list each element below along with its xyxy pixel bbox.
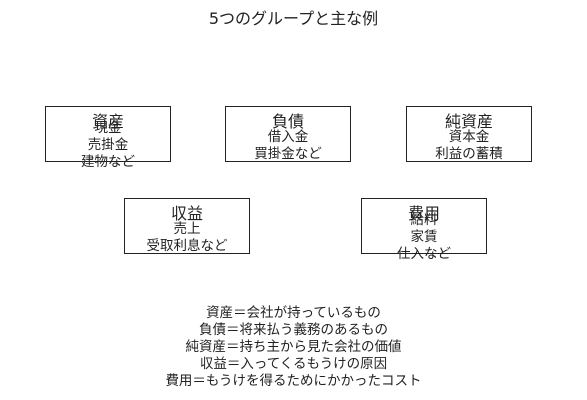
liabilities-example: 借入金 <box>267 129 309 145</box>
expenses-example: 仕入など <box>397 246 451 262</box>
assets-example: 売掛金 <box>87 137 129 153</box>
assets-heading: 資産 <box>91 112 124 131</box>
definition-line: 費用＝もうけを得るためにかかったコスト <box>165 373 422 389</box>
expenses-box: 費用 給料 家賃 仕入など <box>361 198 487 262</box>
expenses-example: 家賃 <box>410 229 438 245</box>
expenses-examples: 給料 家賃 仕入など <box>362 212 486 263</box>
definition-line: 負債＝将来払う義務のあるもの <box>199 322 388 338</box>
definition-line: 純資産＝持ち主から見た会社の価値 <box>185 339 402 355</box>
net-assets-examples: 資本金 利益の蓄積 <box>407 129 531 163</box>
diagram-title: 5つのグループと主な例 <box>208 9 379 28</box>
liabilities-heading: 負債 <box>271 112 304 131</box>
liabilities-example: 買掛金など <box>254 146 322 162</box>
net-assets-heading: 純資産 <box>444 112 493 131</box>
expenses-example: 給料 <box>410 212 438 228</box>
definition-line: 収益＝入ってくるもうけの原因 <box>199 356 388 372</box>
revenue-heading: 収益 <box>170 204 203 223</box>
assets-example: 建物など <box>81 154 135 170</box>
revenue-box: 収益 売上 受取利息など <box>124 198 250 254</box>
revenue-example: 受取利息など <box>146 238 228 254</box>
definition-line: 資産＝会社が持っているもの <box>206 305 381 321</box>
revenue-examples: 売上 受取利息など <box>125 221 249 255</box>
assets-examples: 現金 売掛金 建物など <box>46 120 170 171</box>
net-assets-example: 利益の蓄積 <box>435 146 503 162</box>
net-assets-box: 純資産 資本金 利益の蓄積 <box>406 106 532 162</box>
liabilities-examples: 借入金 買掛金など <box>226 129 350 163</box>
definitions-list: 資産＝会社が持っているもの 負債＝将来払う義務のあるもの 純資産＝持ち主から見た… <box>0 305 587 390</box>
net-assets-example: 資本金 <box>448 129 490 145</box>
assets-example: 現金 <box>94 120 122 136</box>
liabilities-box: 負債 借入金 買掛金など <box>225 106 351 162</box>
expenses-heading: 費用 <box>407 204 440 223</box>
revenue-example: 売上 <box>173 221 201 237</box>
assets-box: 資産 現金 売掛金 建物など <box>45 106 171 170</box>
